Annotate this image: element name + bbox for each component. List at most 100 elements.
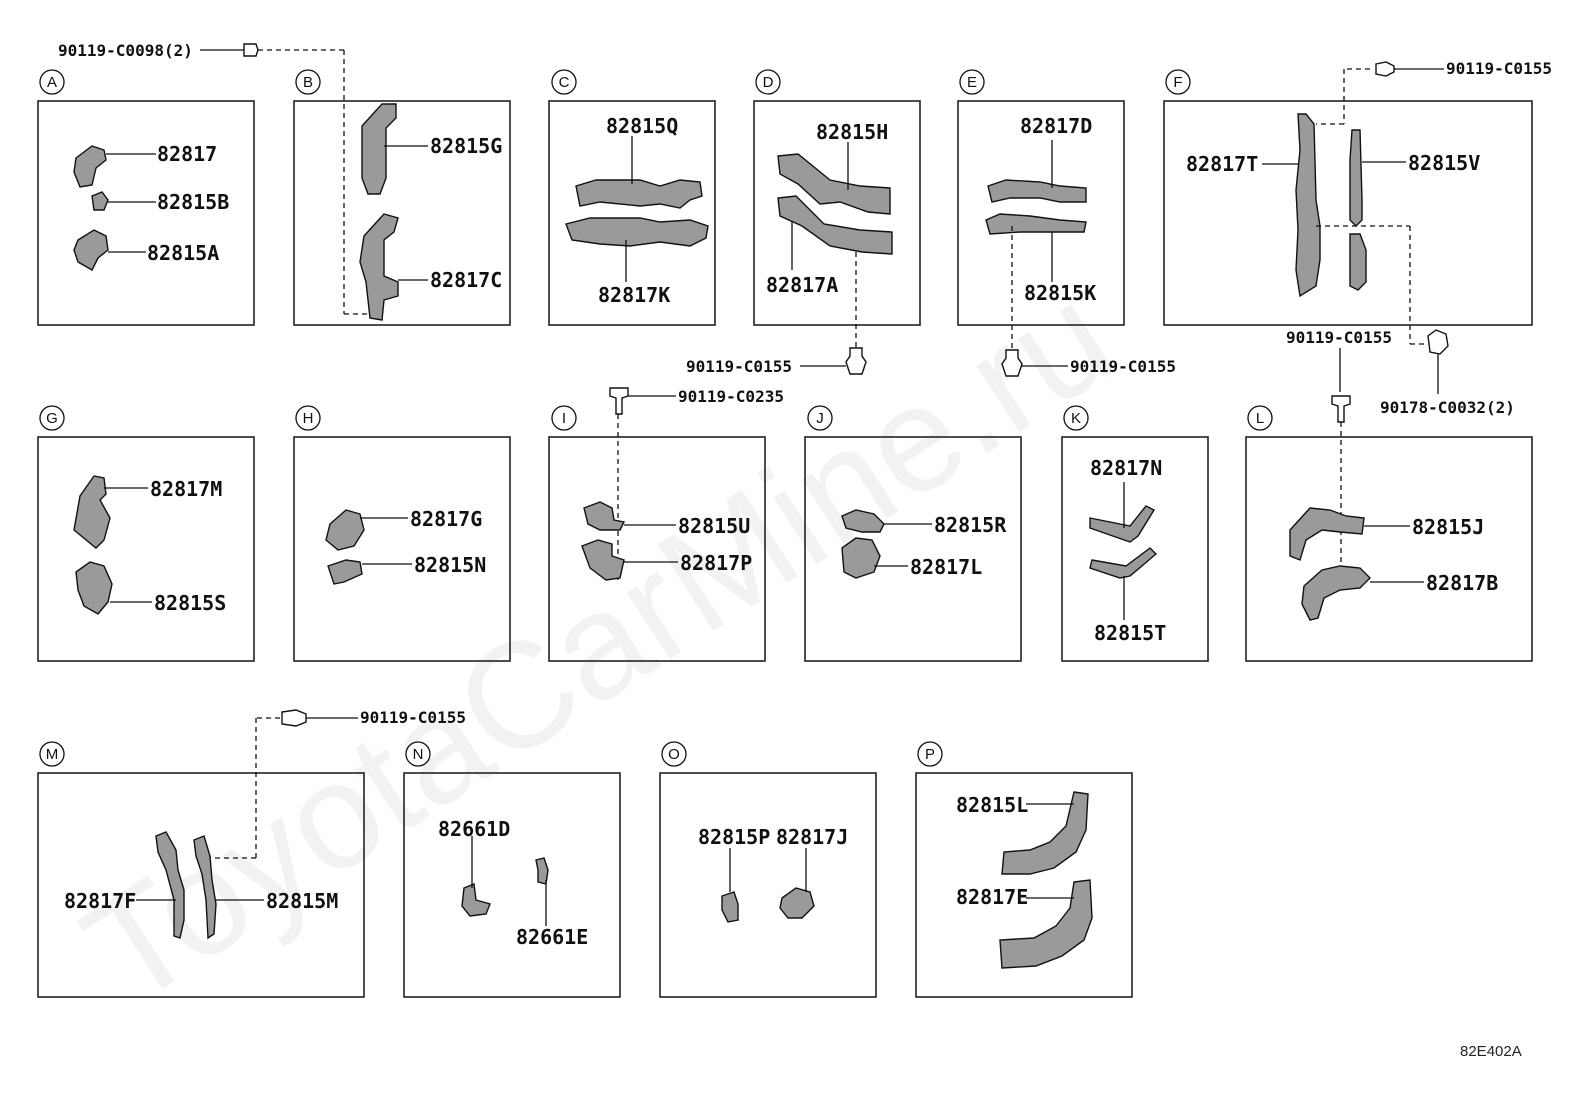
bolt-icon[interactable] [281, 709, 307, 727]
part-label-82817g[interactable]: 82817G [410, 507, 482, 531]
section-p: P 82815L 82817E [915, 741, 1133, 998]
part-label-82815h[interactable]: 82815H [816, 120, 888, 144]
part-82817k-shape[interactable] [565, 217, 709, 247]
part-82817t-shape[interactable] [1295, 113, 1321, 298]
part-82817g-shape[interactable] [325, 509, 365, 551]
part-82817p-shape[interactable] [581, 539, 625, 581]
fastener-label-l-90119-c0155[interactable]: 90119-C0155 [1286, 328, 1392, 347]
section-label-e: E [967, 74, 977, 91]
part-label-82817m[interactable]: 82817M [150, 477, 222, 501]
section-box-m [37, 772, 365, 998]
bolt-icon[interactable] [1331, 395, 1351, 423]
part-label-82815m[interactable]: 82815M [266, 889, 338, 913]
part-label-82815s[interactable]: 82815S [154, 591, 226, 615]
bolt-icon[interactable] [609, 387, 629, 415]
part-82817-shape[interactable] [73, 145, 107, 188]
part-label-82817e[interactable]: 82817E [956, 885, 1028, 909]
part-label-82815l[interactable]: 82815L [956, 793, 1028, 817]
section-i: I 90119-C0235 82815U 82817P [548, 387, 784, 662]
fastener-label-e-90119-c0155[interactable]: 90119-C0155 [1070, 357, 1176, 376]
part-82815l-shape[interactable] [1001, 791, 1089, 875]
part-82817m-shape[interactable] [73, 475, 111, 549]
section-h: H 82817G 82815N [293, 405, 511, 662]
part-82817n-shape[interactable] [1089, 505, 1155, 543]
part-label-82815a[interactable]: 82815A [147, 241, 219, 265]
section-label-m: M [46, 746, 59, 763]
fastener-label-90119-c0235[interactable]: 90119-C0235 [678, 387, 784, 406]
section-label-i: I [562, 410, 566, 427]
part-82815v-lower-shape[interactable] [1349, 233, 1367, 291]
part-label-82817[interactable]: 82817 [157, 142, 217, 166]
part-82815u-shape[interactable] [583, 501, 626, 531]
part-82815h-shape[interactable] [777, 153, 891, 215]
fastener-label-m-90119-c0155[interactable]: 90119-C0155 [360, 708, 466, 727]
section-k: K 82817N 82815T [1061, 405, 1209, 662]
part-82817b-shape[interactable] [1301, 565, 1371, 621]
part-82817l-shape[interactable] [841, 537, 881, 579]
part-label-82815k[interactable]: 82815K [1024, 281, 1096, 305]
part-82815t-shape[interactable] [1089, 547, 1158, 579]
part-label-82815g[interactable]: 82815G [430, 134, 502, 158]
part-label-82815q[interactable]: 82815Q [606, 114, 678, 138]
part-label-82817t[interactable]: 82817T [1186, 152, 1258, 176]
part-label-82817n[interactable]: 82817N [1090, 456, 1162, 480]
part-82815q-shape[interactable] [575, 179, 703, 209]
part-82815b-shape[interactable] [91, 191, 109, 211]
part-label-82817l[interactable]: 82817L [910, 555, 982, 579]
part-82815n-shape[interactable] [327, 559, 363, 585]
part-label-82661d[interactable]: 82661D [438, 817, 510, 841]
part-label-82817b[interactable]: 82817B [1426, 571, 1498, 595]
part-label-82815j[interactable]: 82815J [1412, 515, 1484, 539]
section-box-j [804, 436, 1022, 662]
part-82815g-shape[interactable] [361, 103, 397, 195]
part-label-82815u[interactable]: 82815U [678, 514, 750, 538]
part-82815v-shape[interactable] [1349, 129, 1363, 227]
part-82817a-shape[interactable] [777, 195, 893, 255]
part-label-82815n[interactable]: 82815N [414, 553, 486, 577]
section-box-a [37, 100, 255, 326]
bolt-icon[interactable] [243, 43, 259, 57]
part-82817d-shape[interactable] [987, 179, 1087, 203]
part-82815r-shape[interactable] [841, 509, 885, 533]
fastener-label-d-90119-c0155[interactable]: 90119-C0155 [686, 357, 792, 376]
part-label-82815t[interactable]: 82815T [1094, 621, 1166, 645]
bolt-icon[interactable] [1001, 349, 1023, 377]
part-label-82817j[interactable]: 82817J [776, 825, 848, 849]
part-label-82817c[interactable]: 82817C [430, 268, 502, 292]
bolt-icon[interactable] [845, 347, 867, 375]
part-label-82661e[interactable]: 82661E [516, 925, 588, 949]
reference-code: 82E402A [1460, 1043, 1522, 1060]
section-label-l: L [1256, 410, 1264, 427]
part-label-82815p[interactable]: 82815P [698, 825, 770, 849]
section-label-b: B [303, 74, 313, 91]
bolt-icon[interactable] [1375, 61, 1395, 77]
section-box-c [548, 100, 716, 326]
part-label-82817a[interactable]: 82817A [766, 273, 838, 297]
fastener-label-f-90119-c0155[interactable]: 90119-C0155 [1446, 59, 1552, 78]
fastener-label-90119-c0098[interactable]: 90119-C0098(2) [58, 41, 193, 60]
part-label-82817k[interactable]: 82817K [598, 283, 670, 307]
part-82815k-shape[interactable] [985, 213, 1087, 235]
part-label-82815v[interactable]: 82815V [1408, 151, 1480, 175]
part-82815s-shape[interactable] [75, 561, 113, 615]
part-82815a-shape[interactable] [73, 229, 109, 271]
fastener-label-90178-c0032[interactable]: 90178-C0032(2) [1380, 398, 1515, 417]
part-82817e-shape[interactable] [999, 879, 1093, 969]
part-label-82815b[interactable]: 82815B [157, 190, 229, 214]
section-f: F 90119-C0155 82817T 82815V 90178-C0032(… [1163, 59, 1552, 417]
part-82815j-shape[interactable] [1289, 507, 1365, 561]
part-82661d-shape[interactable] [461, 883, 491, 917]
part-label-82817f[interactable]: 82817F [64, 889, 136, 913]
section-label-f: F [1173, 74, 1182, 91]
part-label-82817d[interactable]: 82817D [1020, 114, 1092, 138]
part-label-82815r[interactable]: 82815R [934, 513, 1007, 537]
part-82817c-shape[interactable] [359, 213, 399, 321]
section-label-n: N [413, 746, 424, 763]
part-82815m-shape[interactable] [193, 835, 217, 940]
part-label-82817p[interactable]: 82817P [680, 551, 752, 575]
part-82817j-shape[interactable] [779, 887, 815, 919]
part-82815p-shape[interactable] [721, 891, 739, 923]
part-82817f-shape[interactable] [155, 831, 185, 939]
clip-icon[interactable] [1427, 329, 1449, 355]
